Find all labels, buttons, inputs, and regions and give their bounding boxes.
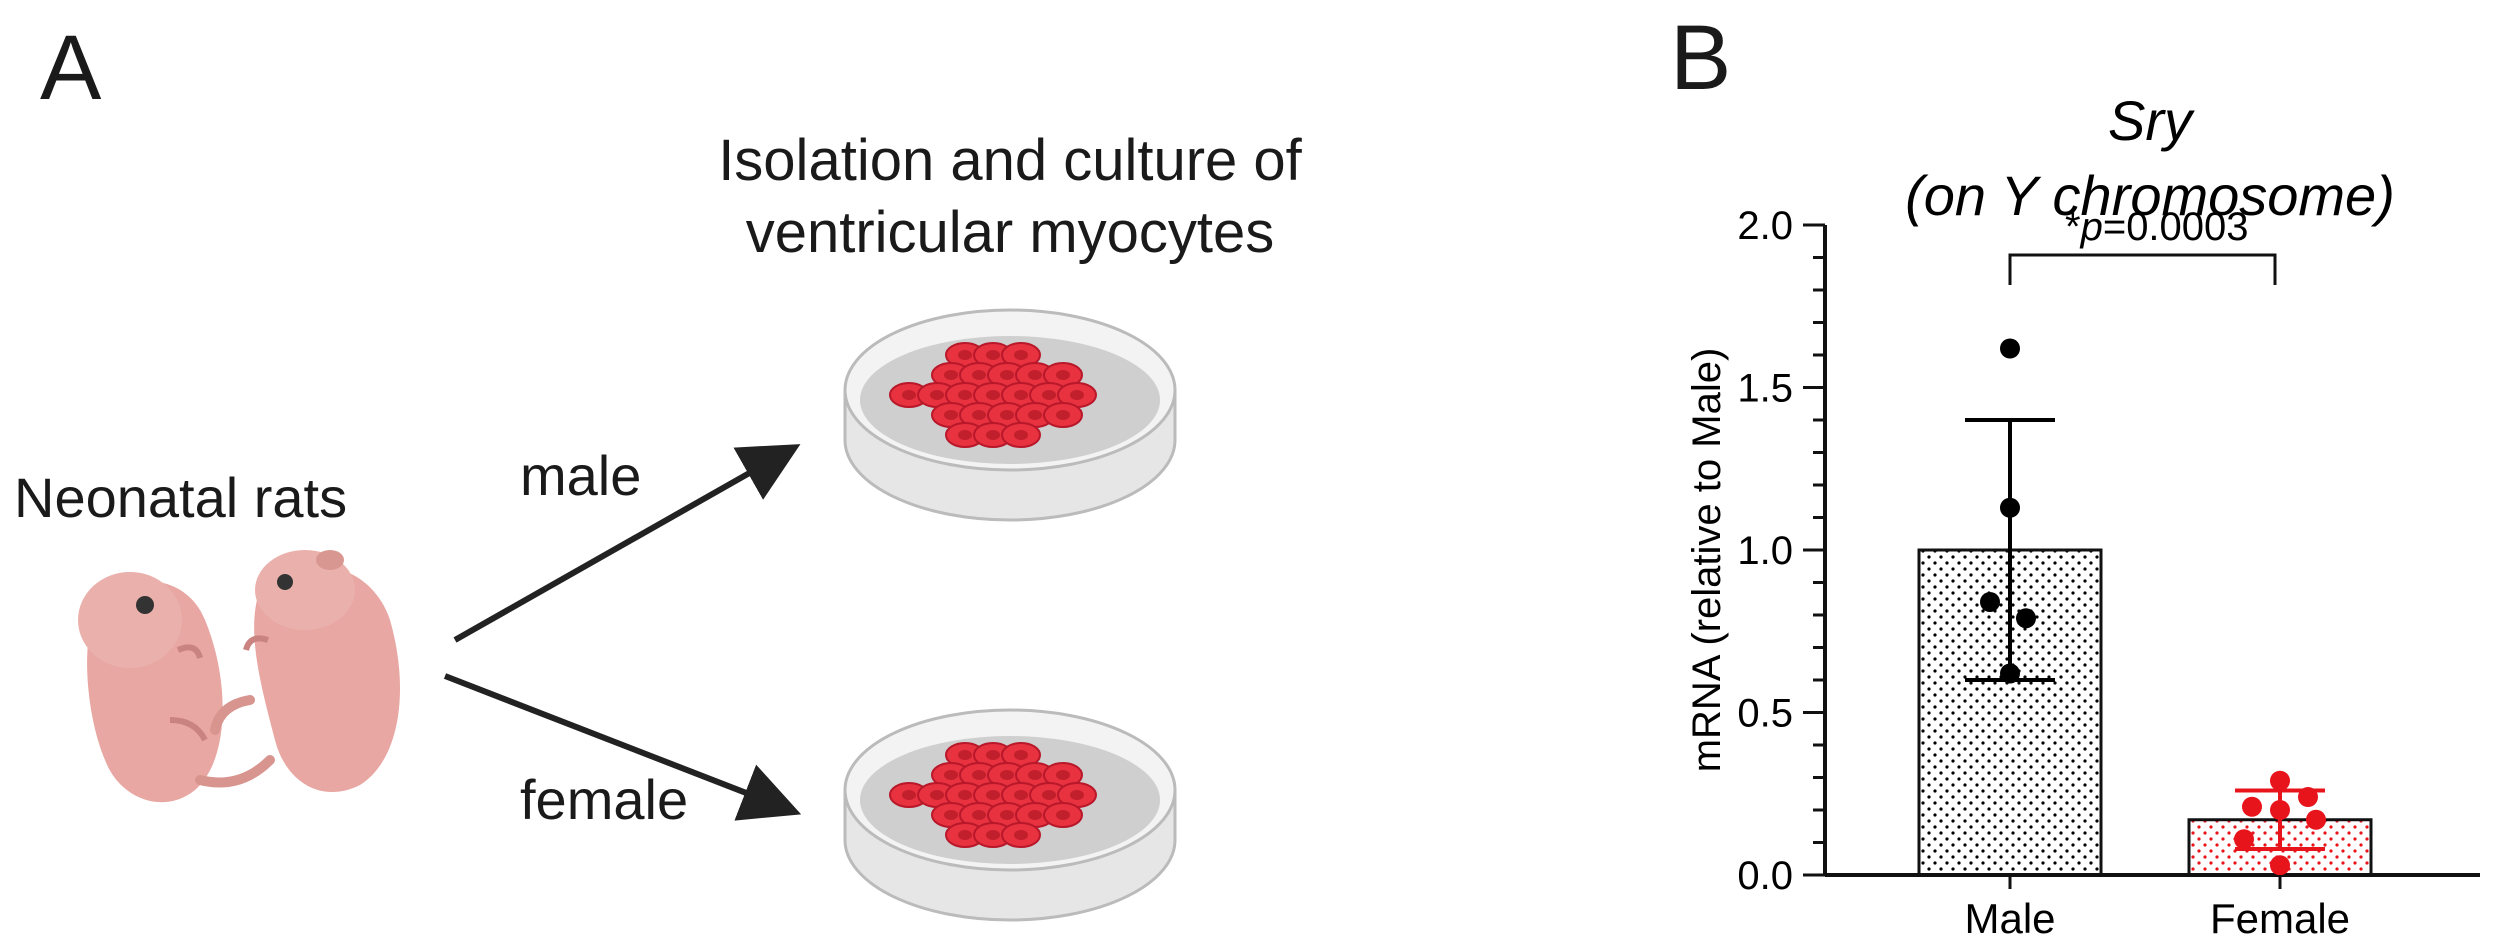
chart-title-line1: Sry [2108,89,2195,152]
myocyte-nucleus [1014,350,1028,360]
petri-dish-male [843,308,1177,522]
myocyte-nucleus [1000,810,1014,820]
myocyte-nucleus [958,430,972,440]
myocyte-nucleus [902,790,916,800]
data-point-female [2242,796,2262,817]
myocyte-nucleus [958,790,972,800]
myocyte-nucleus [1070,790,1084,800]
myocyte-nucleus [944,810,958,820]
myocyte-nucleus [986,430,1000,440]
male-branch-label: male [520,444,642,507]
myocyte-nucleus [1014,430,1028,440]
chart-title-line2: (on Y chromosome) [1905,164,2395,227]
myocyte-nucleus [1014,750,1028,760]
significance-value: =0.0003 [2103,205,2249,249]
data-point-female [2270,800,2290,820]
myocyte-nucleus [930,390,944,400]
myocyte-nucleus [972,410,986,420]
y-tick-label: 1.0 [1737,529,1793,573]
data-point-female [2298,787,2318,807]
data-point-female [2270,770,2290,791]
y-tick-label: 1.5 [1737,367,1793,411]
myocyte-nucleus [986,830,1000,840]
myocyte-nucleus [1042,390,1056,400]
significance-prefix: * [2065,205,2081,249]
myocyte-nucleus [958,390,972,400]
panel-a-letter: A [40,17,102,119]
data-point-male [1980,592,2000,612]
petri-dish-female [843,708,1177,922]
rat-right-illustration [210,550,400,793]
panel-b-letter: B [1670,7,1732,109]
myocyte-nucleus [1056,810,1070,820]
significance-p: p [2080,205,2103,249]
panel-a-illustration [78,308,1177,922]
male-arrow [453,444,801,643]
data-point-female [2234,829,2254,850]
myocyte-nucleus [1056,410,1070,420]
y-tick-label: 0.0 [1737,854,1793,898]
myocyte-nucleus [1056,770,1070,780]
y-tick-label: 0.5 [1737,692,1793,736]
x-tick-label-female: Female [2210,895,2350,942]
data-point-female [2270,855,2290,876]
myocyte-nucleus [1014,390,1028,400]
myocyte-nucleus [958,830,972,840]
data-point-male [2000,497,2020,518]
data-point-male [2016,608,2036,629]
female-arrow [443,673,802,821]
myocyte-nucleus [1028,370,1042,380]
y-tick-label: 2.0 [1737,204,1793,248]
myocyte-nucleus [1000,370,1014,380]
myocyte-nucleus [986,750,1000,760]
myocyte-nucleus [944,770,958,780]
myocyte-nucleus [972,370,986,380]
myocyte-nucleus [930,790,944,800]
myocyte-nucleus [1056,370,1070,380]
myocyte-nucleus [944,370,958,380]
female-branch-label: female [520,768,689,831]
significance-label: *p=0.0003 [2065,205,2249,249]
myocyte-nucleus [1070,390,1084,400]
myocyte-nucleus [944,410,958,420]
myocyte-nucleus [1000,410,1014,420]
culture-title-line2: ventricular myocytes [745,200,1275,265]
culture-title-line1: Isolation and culture of [718,128,1302,193]
myocyte-nucleus [986,390,1000,400]
myocyte-nucleus [958,750,972,760]
myocyte-nucleus [1014,830,1028,840]
significance-bracket: *p=0.0003 [2008,205,2277,285]
myocyte-nucleus [1042,790,1056,800]
rat-left-illustration [78,572,275,803]
y-axis-label: mRNA (relative to Male) [1685,348,1729,773]
myocyte-nucleus [1028,770,1042,780]
sry-bar-chart: Sry (on Y chromosome) mRNA (relative to … [1685,89,2480,942]
x-tick-label-male: Male [1964,895,2055,942]
myocyte-nucleus [972,770,986,780]
myocyte-nucleus [1014,790,1028,800]
culture-title: Isolation and culture of ventricular myo… [660,125,1360,269]
myocyte-nucleus [986,350,1000,360]
data-point-male [2000,663,2020,684]
data-point-male [2000,338,2020,359]
myocyte-nucleus [986,790,1000,800]
myocyte-nucleus [1028,810,1042,820]
myocyte-nucleus [1000,770,1014,780]
neonatal-rats-label: Neonatal rats [14,466,348,529]
myocyte-nucleus [958,350,972,360]
data-point-female [2306,809,2326,830]
myocyte-nucleus [902,390,916,400]
myocyte-nucleus [1028,410,1042,420]
myocyte-nucleus [972,810,986,820]
